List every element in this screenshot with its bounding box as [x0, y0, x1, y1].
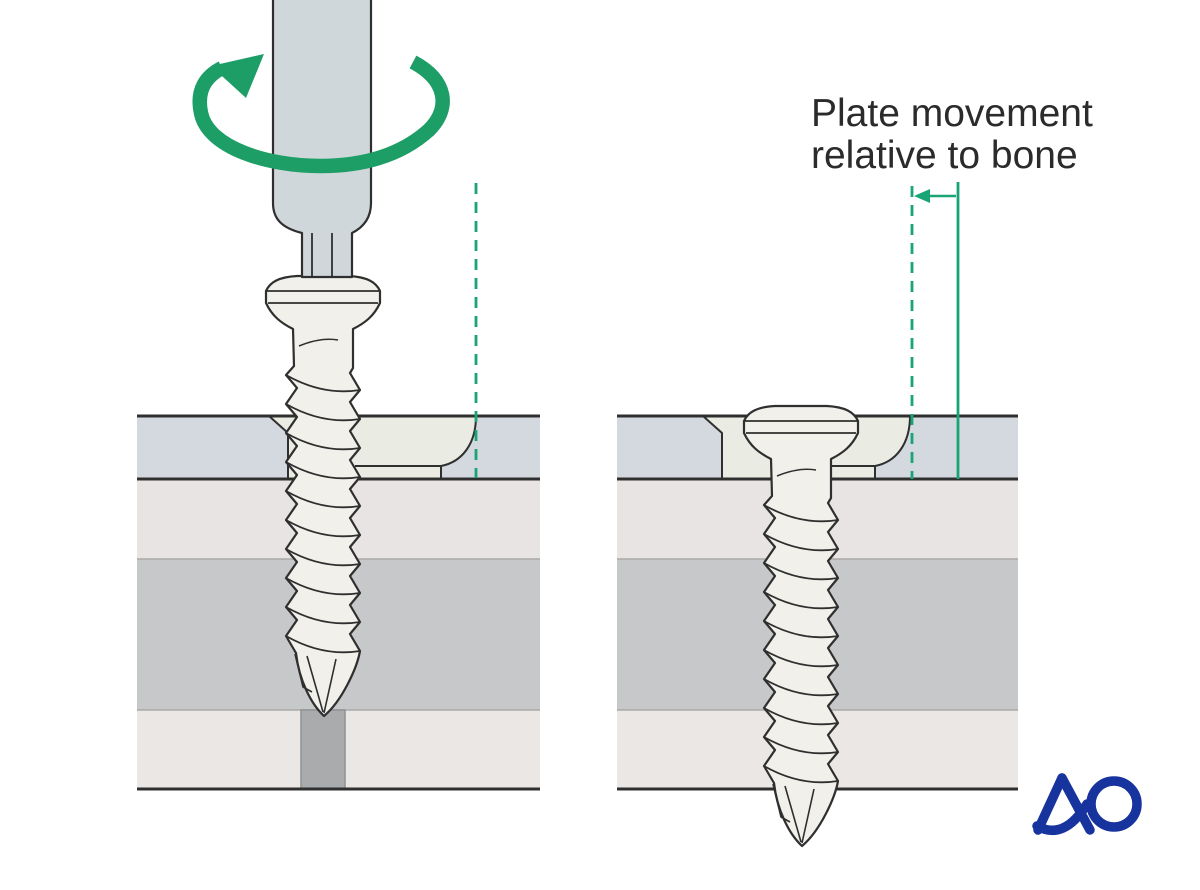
annotation-line-1: Plate movement — [811, 92, 1093, 135]
movement-arrowhead — [914, 189, 930, 203]
rotation-arrow — [192, 55, 450, 174]
pilot-hole — [300, 709, 346, 790]
annotation-line-2: relative to bone — [811, 134, 1078, 177]
ao-logo-a-left-stroke — [1033, 773, 1067, 835]
ao-logo-a-right-stroke — [1057, 773, 1095, 835]
annotation: Plate movement relative to bone — [811, 92, 1093, 177]
right-figure — [617, 182, 1018, 848]
ao-logo-a-crossbar — [1032, 799, 1092, 835]
ao-logo: AO — [1032, 773, 1142, 835]
left-figure — [137, 0, 540, 791]
screwdriver-shaft — [271, 0, 373, 279]
rotation-arrowhead — [211, 54, 264, 98]
ao-logo-o — [1086, 776, 1142, 832]
screwdriver-tip-facet-lines — [311, 233, 333, 277]
